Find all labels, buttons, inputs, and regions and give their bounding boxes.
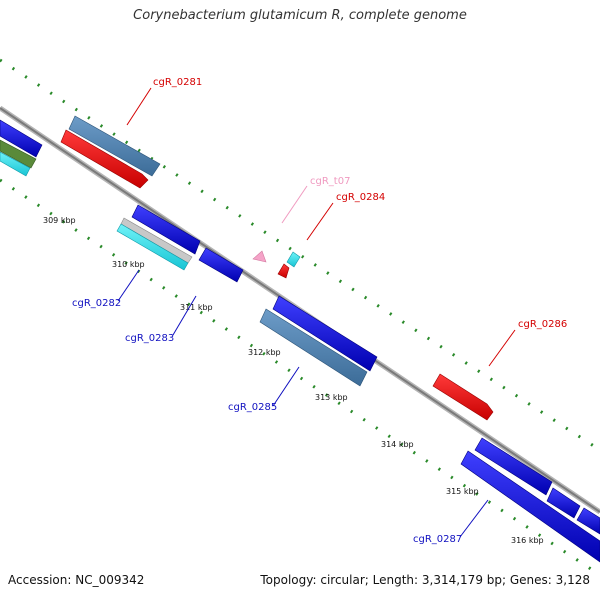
gene-label-t07[interactable]: cgR_t07	[310, 176, 350, 187]
gene-label-0286[interactable]: cgR_0286	[518, 319, 567, 330]
callout-line-0282	[117, 269, 140, 302]
genome-summary-text: Topology: circular; Length: 3,314,179 bp…	[260, 573, 590, 587]
callout-line-0283	[172, 295, 197, 336]
callout-line-t07	[281, 185, 308, 224]
forward-strand-features	[0, 115, 494, 421]
gene-feature-0285[interactable]	[259, 308, 368, 387]
gene-feature-0281[interactable]	[60, 129, 149, 189]
gene-feature-0286[interactable]	[432, 373, 494, 421]
map-title: Corynebacterium glutamicum R, complete g…	[133, 8, 467, 23]
gene-feature-0282[interactable]	[116, 223, 189, 271]
gene-feature-0282-blue[interactable]	[131, 204, 201, 255]
reverse-strand-features	[0, 139, 600, 563]
gene-label-0284[interactable]: cgR_0284	[336, 192, 385, 203]
inner-tick-ring	[0, 178, 600, 577]
gene-label-0285[interactable]: cgR_0285	[228, 402, 277, 413]
callout-lines	[117, 87, 516, 538]
gene-feature-left-cyan[interactable]	[0, 151, 31, 177]
gene-feature-0284[interactable]	[277, 263, 290, 279]
tick-label: 311 kbp	[180, 303, 213, 312]
gene-label-0287[interactable]: cgR_0287	[413, 534, 462, 545]
callout-line-0281	[126, 87, 152, 126]
gene-feature-cyan-small[interactable]	[286, 251, 301, 268]
tick-label: 316 kbp	[511, 536, 544, 545]
accession-text: Accession: NC_009342	[8, 573, 145, 587]
gene-label-0281[interactable]: cgR_0281	[153, 77, 202, 88]
gene-feature-0287[interactable]	[460, 450, 600, 563]
gene-feature-0287-upper-a[interactable]	[474, 437, 553, 496]
tick-label: 315 kbp	[446, 487, 479, 496]
gene-label-0283[interactable]: cgR_0283	[125, 333, 174, 344]
gene-label-0282[interactable]: cgR_0282	[72, 298, 121, 309]
gene-feature-0281-steel[interactable]	[68, 115, 161, 177]
tick-label: 310 kbp	[112, 260, 145, 269]
tick-labels: 309 kbp 310 kbp 311 kbp 312 kbp 313 kbp …	[43, 216, 544, 545]
gene-feature-0283[interactable]	[198, 247, 244, 283]
callout-line-0286	[488, 329, 516, 367]
callout-line-0287	[459, 499, 489, 538]
gene-feature-0285-blue[interactable]	[272, 295, 378, 372]
callout-line-0285	[272, 366, 300, 407]
tick-label: 313 kbp	[315, 393, 348, 402]
gene-feature-left-blue[interactable]	[0, 119, 43, 158]
tick-label: 314 kbp	[381, 440, 414, 449]
tick-label: 309 kbp	[43, 216, 76, 225]
tick-label: 312 kbp	[248, 348, 281, 357]
gene-feature-left-green[interactable]	[0, 139, 37, 169]
gene-feature-t07[interactable]	[252, 250, 267, 263]
gene-feature-0287-upper-b[interactable]	[546, 487, 581, 519]
gene-feature-0287-upper-c[interactable]	[576, 507, 600, 535]
outer-tick-ring	[0, 58, 600, 452]
callout-line-0284	[306, 202, 334, 241]
gene-labels: cgR_0281 cgR_t07 cgR_0284 cgR_0286 cgR_0…	[72, 77, 567, 545]
